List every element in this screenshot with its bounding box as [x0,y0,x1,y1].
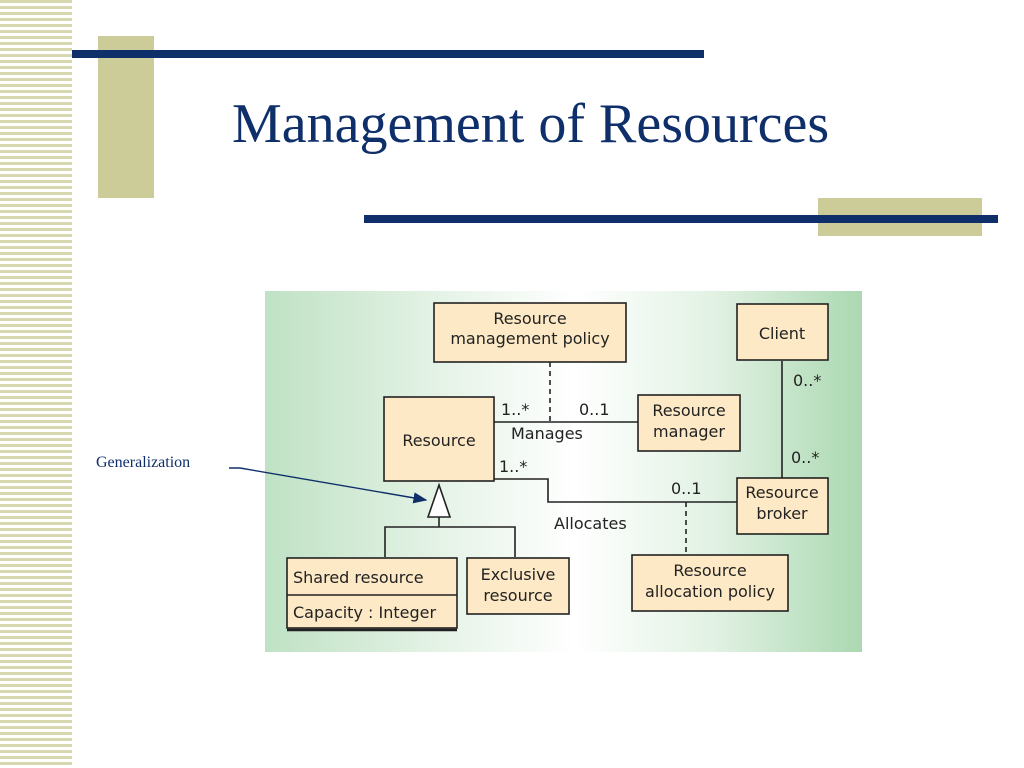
mult-allocates-broker: 0..1 [671,479,702,498]
bottom-rule [364,215,998,223]
manager-box [637,394,741,452]
mult-client: 0..* [793,371,821,390]
shared-resource-attribute: Capacity : Integer [293,603,436,622]
manages-label: Manages [511,424,583,443]
alloc-policy-box [631,554,789,612]
striped-sidebar [0,0,72,768]
mult-broker-client: 0..* [791,448,819,467]
top-rule [72,50,704,58]
tan-accent-top [98,36,154,198]
allocates-association [494,478,737,503]
client-box-label: Client [759,324,805,343]
shared-resource-name: Shared resource [293,568,424,587]
resource-box-label: Resource [402,431,475,450]
generalization-callout: Generalization [96,454,191,471]
generalization-arrowhead [426,482,452,518]
slide-title: Management of Resources [232,93,830,155]
shared-resource-box [286,557,458,629]
mult-manages-manager: 0..1 [579,400,610,419]
policy-box [433,302,627,363]
exclusive-box [466,557,570,615]
broker-box [736,477,829,535]
mult-manages-resource: 1..* [501,400,529,419]
allocates-label: Allocates [554,514,627,533]
client-box [736,303,829,361]
mult-allocates-resource: 1..* [499,457,527,476]
resource-box [383,396,495,482]
generalization-branches [384,526,516,557]
